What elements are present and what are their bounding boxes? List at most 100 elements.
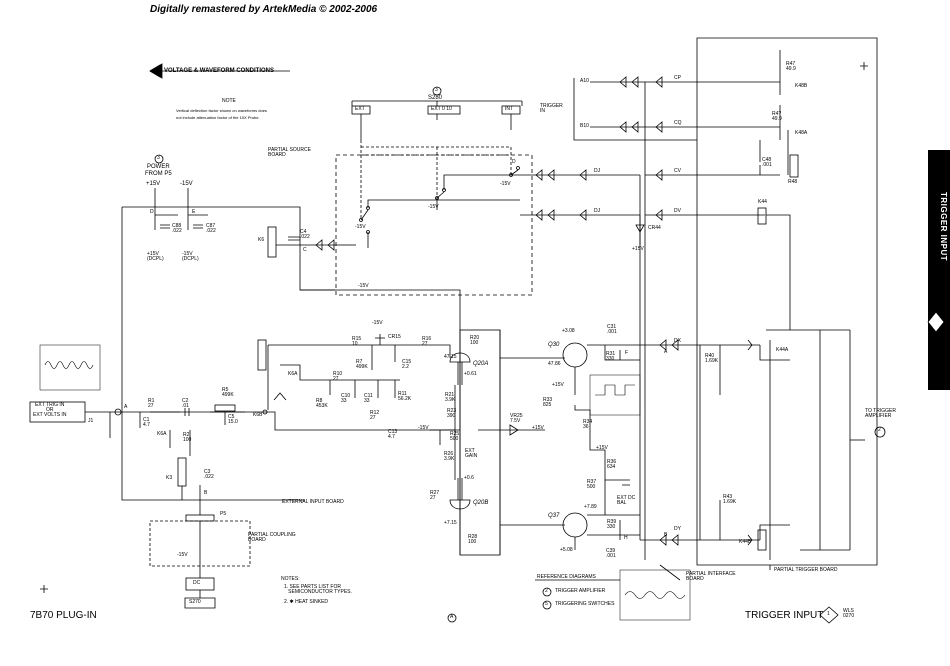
c48-label: C48 .001 (762, 157, 772, 168)
cp-label: CP (674, 75, 681, 81)
reference-2-number: 5 (545, 601, 548, 607)
p5-label: P5 (220, 511, 227, 517)
reference-2-label: TRIGGERING SWITCHES (555, 601, 615, 607)
to-trigger-amplifier: TO TRIGGER AMPLIFIER (865, 408, 896, 419)
r5-label: R5 499K (222, 387, 234, 398)
c88-label: C88 .022 (172, 223, 182, 234)
minus15-s3: -15V (500, 181, 511, 187)
r40-label: R40 1.69K (705, 353, 719, 364)
minus15-s1: -15V (355, 224, 366, 230)
r39-label: R39 330 (607, 519, 617, 530)
plus15-decpl: +15V (DCPL) (147, 251, 164, 262)
pin-e: E (192, 209, 196, 215)
r8-label: R8 453K (316, 398, 328, 409)
dj-label-2: DJ (594, 208, 601, 214)
q20b-label: Q20B (473, 500, 489, 506)
r21-label: R21 3.9K (445, 392, 456, 403)
dc-label: DC (193, 580, 201, 586)
minus15-s2: -15V (428, 204, 439, 210)
k44a-label: K44A (776, 347, 789, 353)
c5-label: C5 15.0 (228, 414, 238, 425)
notes-title: NOTES: (281, 576, 300, 582)
ext-position: EXT (355, 106, 365, 112)
r26-label: R26 3.9K (444, 451, 455, 462)
footer-title: TRIGGER INPUT (745, 610, 824, 621)
note-title: NOTE (222, 98, 236, 104)
partial-coupling-board-label: PARTIAL COUPLING BOARD (248, 532, 296, 543)
plus15-cr44: +15V (632, 246, 644, 252)
k6a-lower-label: K6A (157, 431, 167, 437)
s270-label: S270 (189, 599, 201, 605)
trigger-amp-circle-number: 2 (878, 427, 881, 433)
plus15-vr25: +15V (532, 425, 544, 431)
c3-label: C3 .022 (204, 469, 214, 480)
v715-label: +7.15 (444, 520, 457, 526)
note-line2: not include attenuation factor of the 10… (176, 115, 260, 120)
side-tab-circle (927, 311, 945, 333)
k6-label: K6 (258, 237, 265, 243)
r33-label: R33 825 (543, 397, 553, 408)
vr25-label: VR25 7.5V (510, 413, 523, 424)
minus15-decpl: -15V (DCPL) (182, 251, 199, 262)
minus15-cr15: -15V (372, 320, 383, 326)
v4715-label: 47.15 (444, 354, 457, 360)
k3-label: K3 (166, 475, 173, 481)
partial-trigger-board-label: PARTIAL TRIGGER BOARD (774, 567, 838, 573)
k48b-label: K48B (795, 83, 808, 89)
k44b-label: K44B (739, 539, 752, 545)
c87-label: C87 .022 (206, 223, 216, 234)
c39-label: C39 .001 (606, 548, 616, 559)
minus15-r21: -15V (418, 425, 429, 431)
footer-circle-number: 1 (827, 611, 830, 617)
reference-diagrams-title: REFERENCE DIAGRAMS (537, 574, 596, 580)
dy-label: DY (674, 526, 681, 532)
c13-label: C13 4.7 (388, 429, 398, 440)
note-line1: Vertical deflection factor shown on wave… (176, 108, 267, 113)
power-label-2: FROM P5 (145, 171, 172, 177)
r4x-label: R4? 49.9 (772, 111, 782, 122)
k6a-top-label: K6A (288, 371, 298, 377)
b10-label: B10 (580, 123, 589, 129)
r34-label: R34 36 (583, 419, 593, 430)
int-position: INT (505, 106, 514, 112)
s280-circle-number: 3 (435, 87, 438, 93)
minus15-coupling: -15V (177, 552, 188, 558)
v06-label: +0.6 (464, 475, 474, 481)
dv-label: DV (674, 208, 681, 214)
cq-label: CQ (674, 120, 682, 126)
c11-label: C11 33 (364, 393, 373, 404)
r20-label: R20 100 (470, 335, 480, 346)
pin-b-input: B (204, 490, 208, 496)
r12-label: R12 27 (370, 410, 380, 421)
minus15-s4: -15V (358, 283, 369, 289)
q30-label: Q30 (548, 342, 560, 348)
remaster-header: Digitally remastered by ArtekMedia © 200… (150, 4, 378, 15)
r2-label: R2 100 (183, 432, 192, 443)
side-tab-label: TRIGGER INPUT (939, 192, 948, 262)
footer-plugin: 7B70 PLUG-IN (30, 610, 97, 621)
k44-label: K44 (758, 199, 767, 205)
plus15-power: +15V (146, 181, 161, 187)
r1-label: R1 27 (148, 398, 155, 409)
r10-label: R10 27 (333, 371, 343, 382)
pin-b-interface: B (664, 532, 668, 538)
voltage-waveform-label: VOLTAGE & WAVEFORM CONDITIONS (164, 68, 274, 74)
pin-f: F (625, 350, 629, 356)
r47-label: R47 49.9 (786, 61, 796, 72)
c2-label: C2 .01 (182, 398, 189, 409)
pin-h: H (624, 535, 628, 541)
power-label-1: POWER (147, 164, 170, 170)
partial-source-board-label: PARTIAL SOURCE BOARD (268, 147, 311, 158)
c4-label: C4 .022 (300, 229, 310, 240)
ext-gain-label: EXT GAIN (465, 448, 478, 459)
v789-label: +7.89 (584, 504, 597, 510)
r43-label: R43 1.69K (723, 494, 737, 505)
r28-label: R28 100 (468, 534, 478, 545)
k48a-label: K48A (795, 130, 808, 136)
v508-label: +5.08 (560, 547, 573, 553)
r31-label: R31 330 (606, 351, 616, 362)
reference-1-number: 2 (545, 588, 548, 594)
plus15-r33: +15V (552, 382, 564, 388)
plus15-r36: +15V (596, 445, 608, 451)
pin-d: D (150, 209, 154, 215)
